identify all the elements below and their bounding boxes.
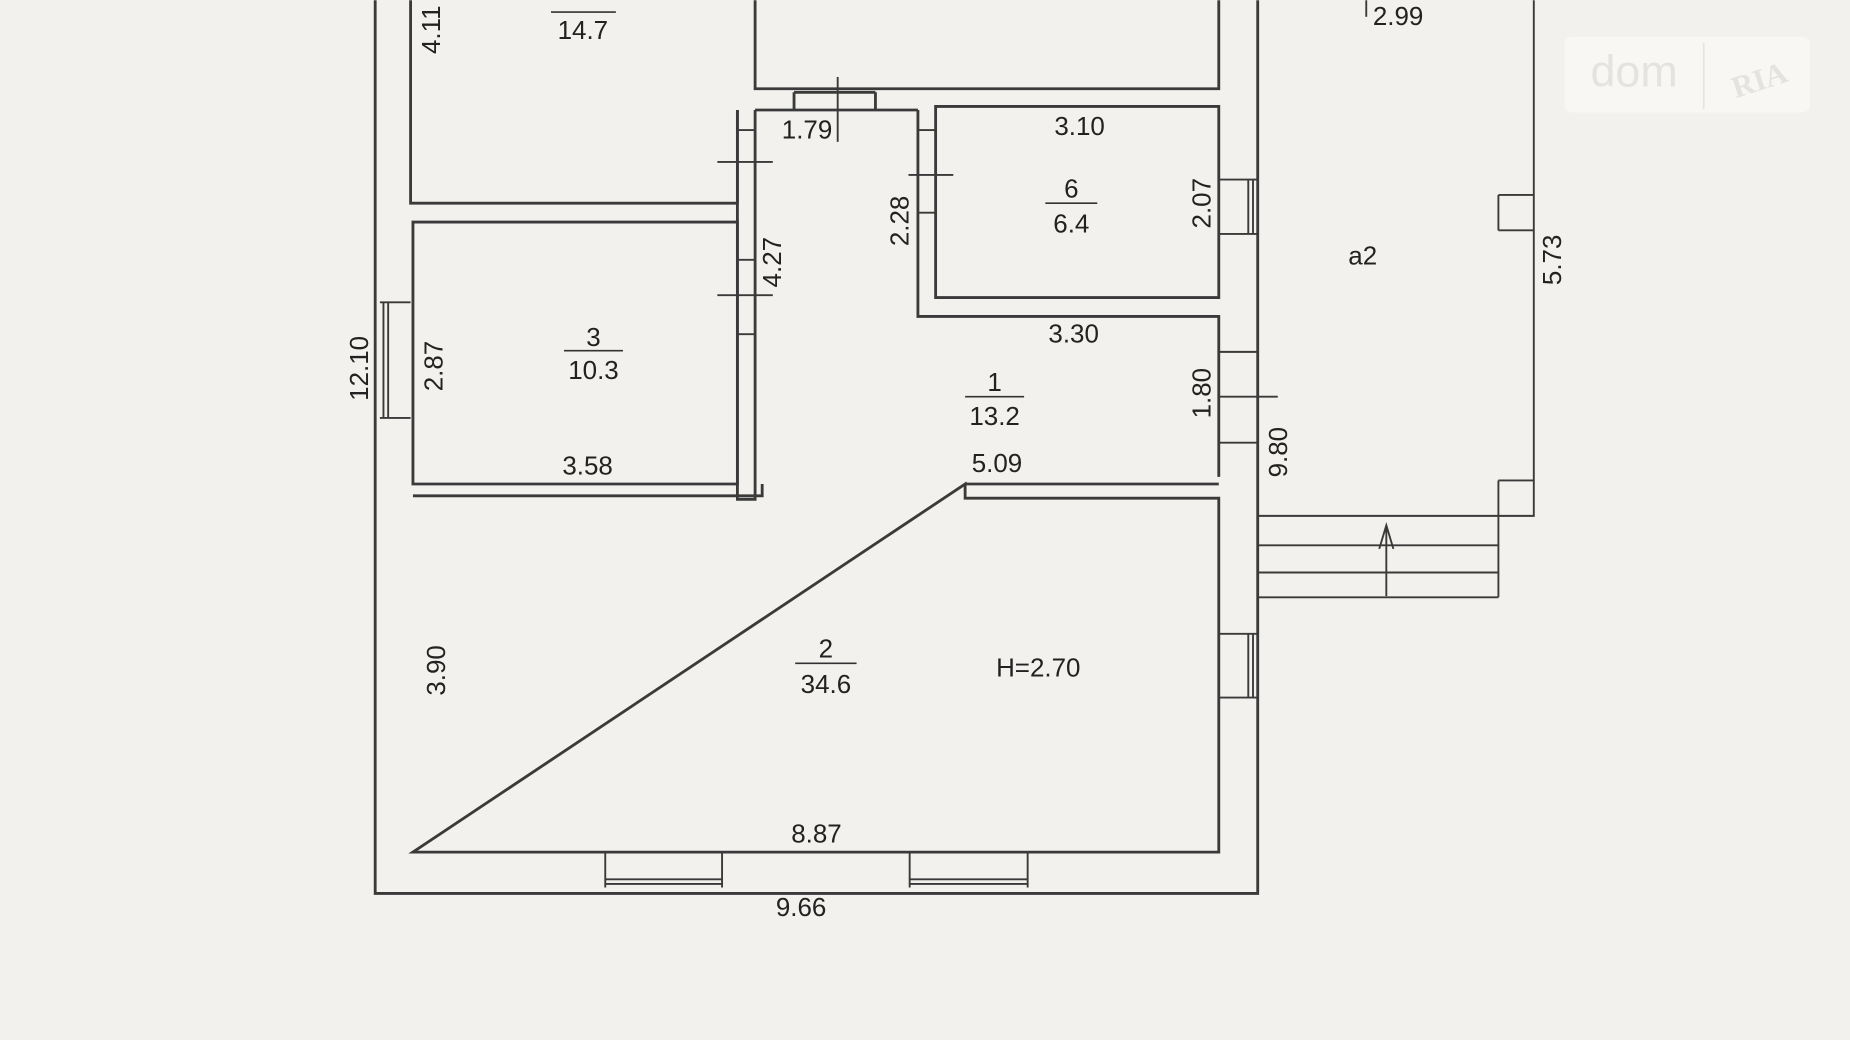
annex-a2	[1257, 0, 1535, 599]
dim-1-80: 1.80	[1189, 368, 1217, 418]
room-1-label: 1 13.2	[965, 369, 1025, 431]
room-4-label: 14.7	[550, 11, 616, 45]
door-marks	[717, 76, 1278, 444]
room-area: 14.7	[558, 17, 608, 45]
room-2-label: 2 34.6	[795, 635, 857, 699]
dim-2-99: 2.99	[1373, 3, 1423, 31]
dim-12-10: 12.10	[346, 336, 374, 401]
dim-2-07: 2.07	[1189, 178, 1217, 228]
dim-4-27: 4.27	[759, 237, 787, 287]
annex-label: a2	[1348, 243, 1377, 271]
watermark-dom: dom	[1590, 45, 1677, 96]
room-number: 3	[586, 324, 600, 352]
room-number: 6	[1064, 175, 1078, 203]
room-area: 34.6	[801, 671, 851, 699]
dim-3-30: 3.30	[1048, 320, 1098, 348]
room-6-label: 6 6.4	[1045, 175, 1098, 239]
dom-ria-watermark: dom RIA	[1564, 36, 1810, 113]
room-number: 2	[819, 635, 833, 663]
room-area: 13.2	[969, 403, 1019, 431]
dim-8-87: 8.87	[791, 821, 841, 849]
dim-5-73: 5.73	[1539, 235, 1567, 285]
dimensions: 2.99 1.79 3.10 3.30 3.58 5.09 8.87 9.66 …	[346, 3, 1567, 922]
dim-5-09: 5.09	[972, 450, 1022, 478]
dim-9-66: 9.66	[776, 894, 826, 922]
dim-2-87: 2.87	[420, 341, 448, 391]
dim-1-79: 1.79	[782, 116, 832, 144]
room-area: 6.4	[1053, 211, 1089, 239]
room-area: 10.3	[568, 357, 618, 385]
dim-3-90: 3.90	[423, 645, 451, 695]
dim-4-11: 4.11	[418, 5, 446, 54]
dim-3-58: 3.58	[562, 453, 612, 481]
room-3-label: 3 10.3	[563, 324, 623, 385]
windows	[379, 178, 1258, 888]
dim-3-10: 3.10	[1054, 113, 1104, 141]
dim-2-28: 2.28	[886, 196, 914, 246]
ceiling-height: H=2.70	[996, 654, 1080, 682]
dim-9-80: 9.80	[1265, 427, 1293, 477]
room-number: 1	[987, 369, 1001, 397]
